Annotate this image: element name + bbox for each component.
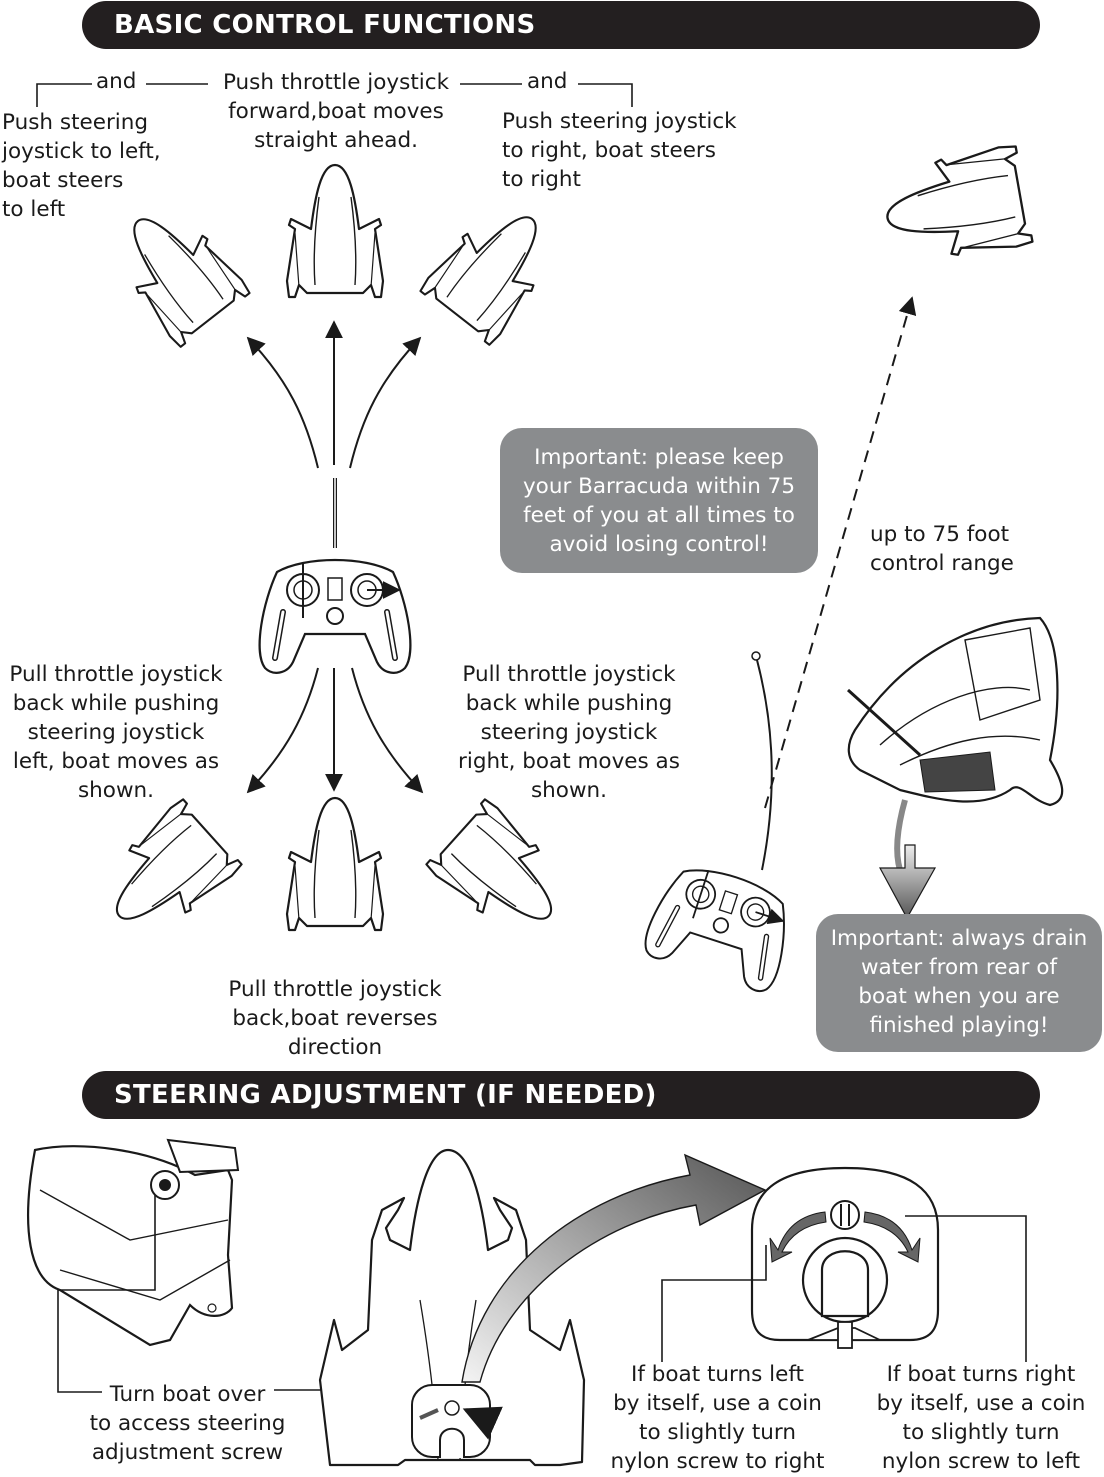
- and-label-left: and: [96, 69, 137, 94]
- control-range-label: up to 75 foot control range: [870, 522, 1014, 576]
- instruction-reverse: Pull throttle joystick back,boat reverse…: [228, 977, 442, 1060]
- instruction-forward: Push throttle joystick forward,boat move…: [222, 70, 450, 153]
- and-label-right: and: [527, 69, 568, 94]
- section-header-basic-controls: BASIC CONTROL FUNCTIONS: [82, 1, 1040, 49]
- instruction-steer-left: Push steering joystick to left, boat ste…: [2, 110, 161, 222]
- instruction-back-left: Pull throttle joystick back while pushin…: [9, 662, 223, 803]
- instruction-back-right: Pull throttle joystick back while pushin…: [458, 662, 680, 803]
- instruction-steer-right: Push steering joystick to right, boat st…: [502, 109, 737, 192]
- note-keep-within-range: Important: please keep your Barracuda wi…: [500, 428, 818, 573]
- instruction-turns-right: If boat turns right by itself, use a coi…: [876, 1362, 1086, 1474]
- section-header-steering-adjustment: STEERING ADJUSTMENT (IF NEEDED): [82, 1071, 1040, 1119]
- note-drain-water: Important: always drain water from rear …: [816, 914, 1102, 1052]
- instruction-turns-left: If boat turns left by itself, use a coin…: [610, 1362, 825, 1474]
- instruction-turn-boat-over: Turn boat over to access steering adjust…: [89, 1382, 286, 1465]
